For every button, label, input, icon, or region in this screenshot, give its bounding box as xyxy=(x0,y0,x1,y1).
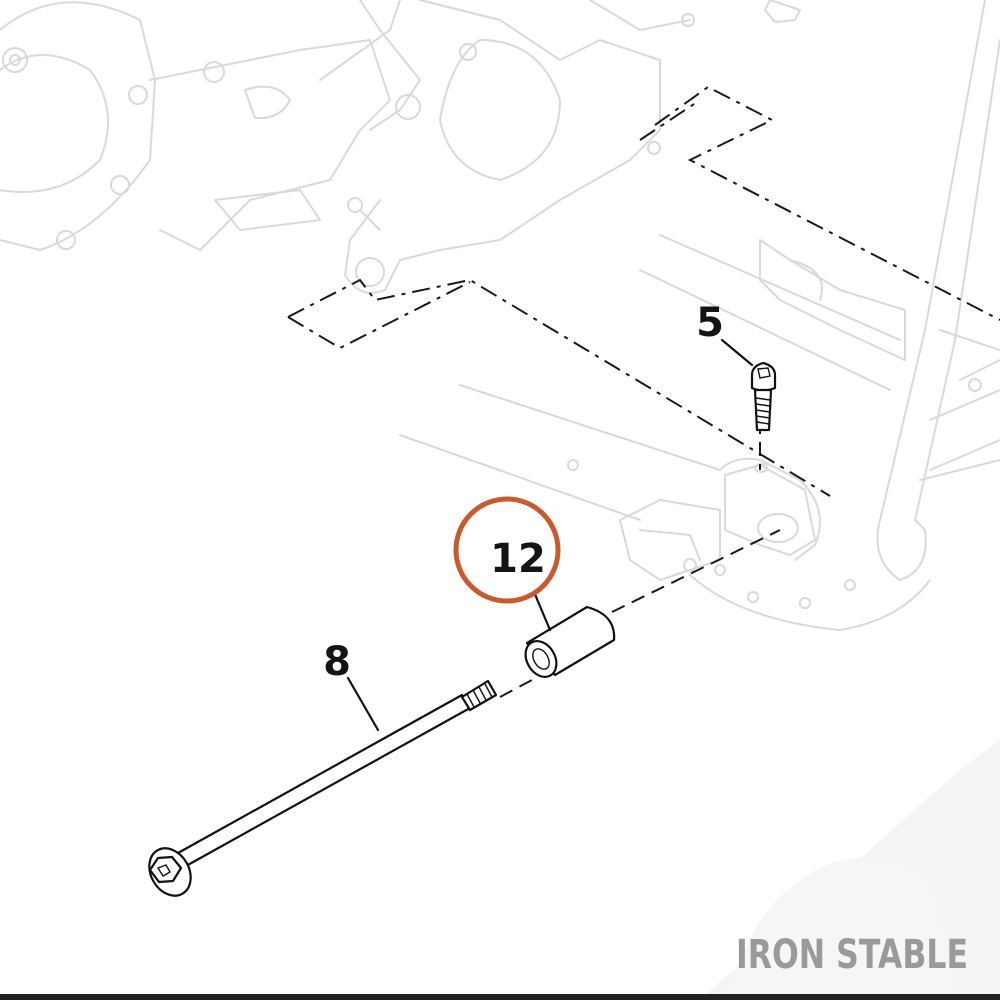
callout-8: 8 xyxy=(323,639,351,685)
leader-lines xyxy=(346,338,754,732)
bottom-border xyxy=(0,994,1000,1000)
part-12-spacer xyxy=(524,605,616,678)
highlight-ring xyxy=(453,496,561,604)
callout-5: 5 xyxy=(696,300,724,346)
watermark-text: IRON STABLE xyxy=(736,932,968,978)
part-5-bolt xyxy=(750,361,777,432)
assembly-outline xyxy=(287,85,1000,497)
frame-ghost xyxy=(399,0,1000,631)
callout-12: 12 xyxy=(490,536,546,582)
engine-ghost xyxy=(0,0,801,294)
watermark-graphic xyxy=(700,740,1000,1000)
part-8-axle-bolt xyxy=(148,679,498,897)
